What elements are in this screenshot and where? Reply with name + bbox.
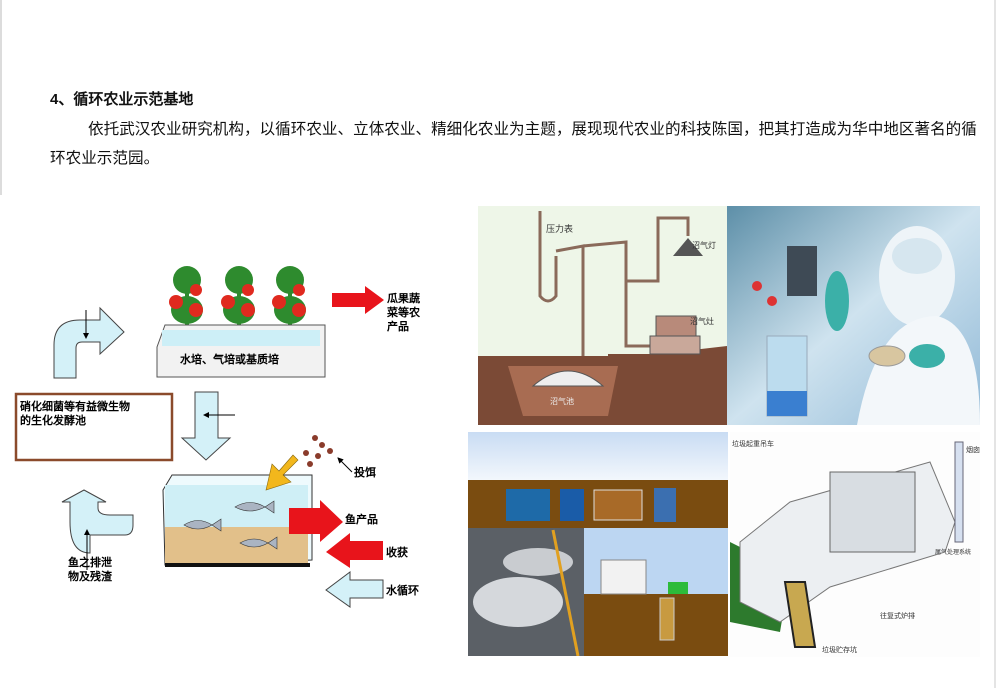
section-heading: 4、循环农业示范基地	[50, 91, 194, 108]
water-cycle-arrow	[325, 571, 384, 608]
fish-product-label: 鱼产品	[345, 512, 378, 526]
biofilter-label-line: 硝化细菌等有益微生物	[20, 399, 130, 413]
aquaponics-diagram: 水培、气培或基质培 瓜果蔬 菜等农 产品 硝化细菌等有益微生物 的生化发酵池 投…	[14, 266, 424, 608]
planter-label: 水培、气培或基质培	[180, 352, 279, 366]
svg-text:瓜果蔬 菜等农 产品: 瓜果蔬 菜等农 产品	[386, 291, 424, 333]
produce-label-line: 菜等农	[386, 305, 420, 319]
page-edge-right	[994, 0, 996, 688]
svg-text:鱼之排泄 物及残渣: 鱼之排泄 物及残渣	[68, 555, 116, 583]
wastewater-treatment-image	[468, 432, 728, 656]
incinerator-label: 烟囱	[966, 445, 980, 454]
fish-product-arrow	[289, 500, 343, 542]
fish-icon	[183, 500, 278, 550]
page-edge-left	[0, 0, 2, 195]
feed-pellets-icon	[303, 435, 333, 467]
waste-label-line: 物及残渣	[68, 569, 113, 583]
biofilter-box	[14, 392, 174, 462]
lab-scientist-photo	[727, 206, 980, 425]
biogas-label: 沼气池	[550, 396, 574, 406]
svg-text:硝化细菌等有益微生物 的生化发酵池: 硝化细菌等有益微生物 的生化发酵池	[20, 399, 134, 427]
incinerator-label: 尾气处理系统	[935, 548, 971, 556]
incinerator-label: 垃圾贮存坑	[822, 645, 857, 654]
feed-label: 投饵	[354, 465, 376, 479]
biogas-label: 压力表	[546, 223, 573, 235]
section-paragraph: 依托武汉农业研究机构，以循环农业、立体农业、精细化农业为主题，展现现代农业的科技…	[50, 121, 977, 167]
fish-tank	[162, 474, 313, 567]
down-arrow	[180, 391, 232, 461]
biofilter-label-line: 的生化发酵池	[20, 413, 86, 427]
biogas-diagram: 压力表 沼气灯 沼气灶 沼气池	[478, 206, 727, 425]
feed-arrow	[265, 454, 299, 491]
produce-arrow	[332, 286, 384, 314]
harvest-arrow	[326, 533, 383, 568]
incinerator-diagram: 垃圾起重吊车 烟囱 尾气处理系统 往复式炉排 垃圾贮存坑	[730, 432, 980, 657]
waste-label-line: 鱼之排泄	[68, 555, 112, 569]
biogas-label: 沼气灶	[690, 316, 714, 326]
tomato-plants-icon	[169, 266, 306, 340]
harvest-label: 收获	[386, 545, 408, 559]
incinerator-label: 往复式炉排	[880, 611, 915, 620]
curved-arrow-up-right	[53, 306, 125, 379]
incinerator-label: 垃圾起重吊车	[732, 439, 774, 448]
biogas-label: 沼气灯	[692, 240, 716, 250]
water-cycle-label: 水循环	[386, 583, 419, 597]
produce-label-line: 瓜果蔬	[387, 291, 420, 305]
produce-label-line: 产品	[387, 319, 409, 333]
curved-arrow-up-left	[61, 489, 134, 554]
